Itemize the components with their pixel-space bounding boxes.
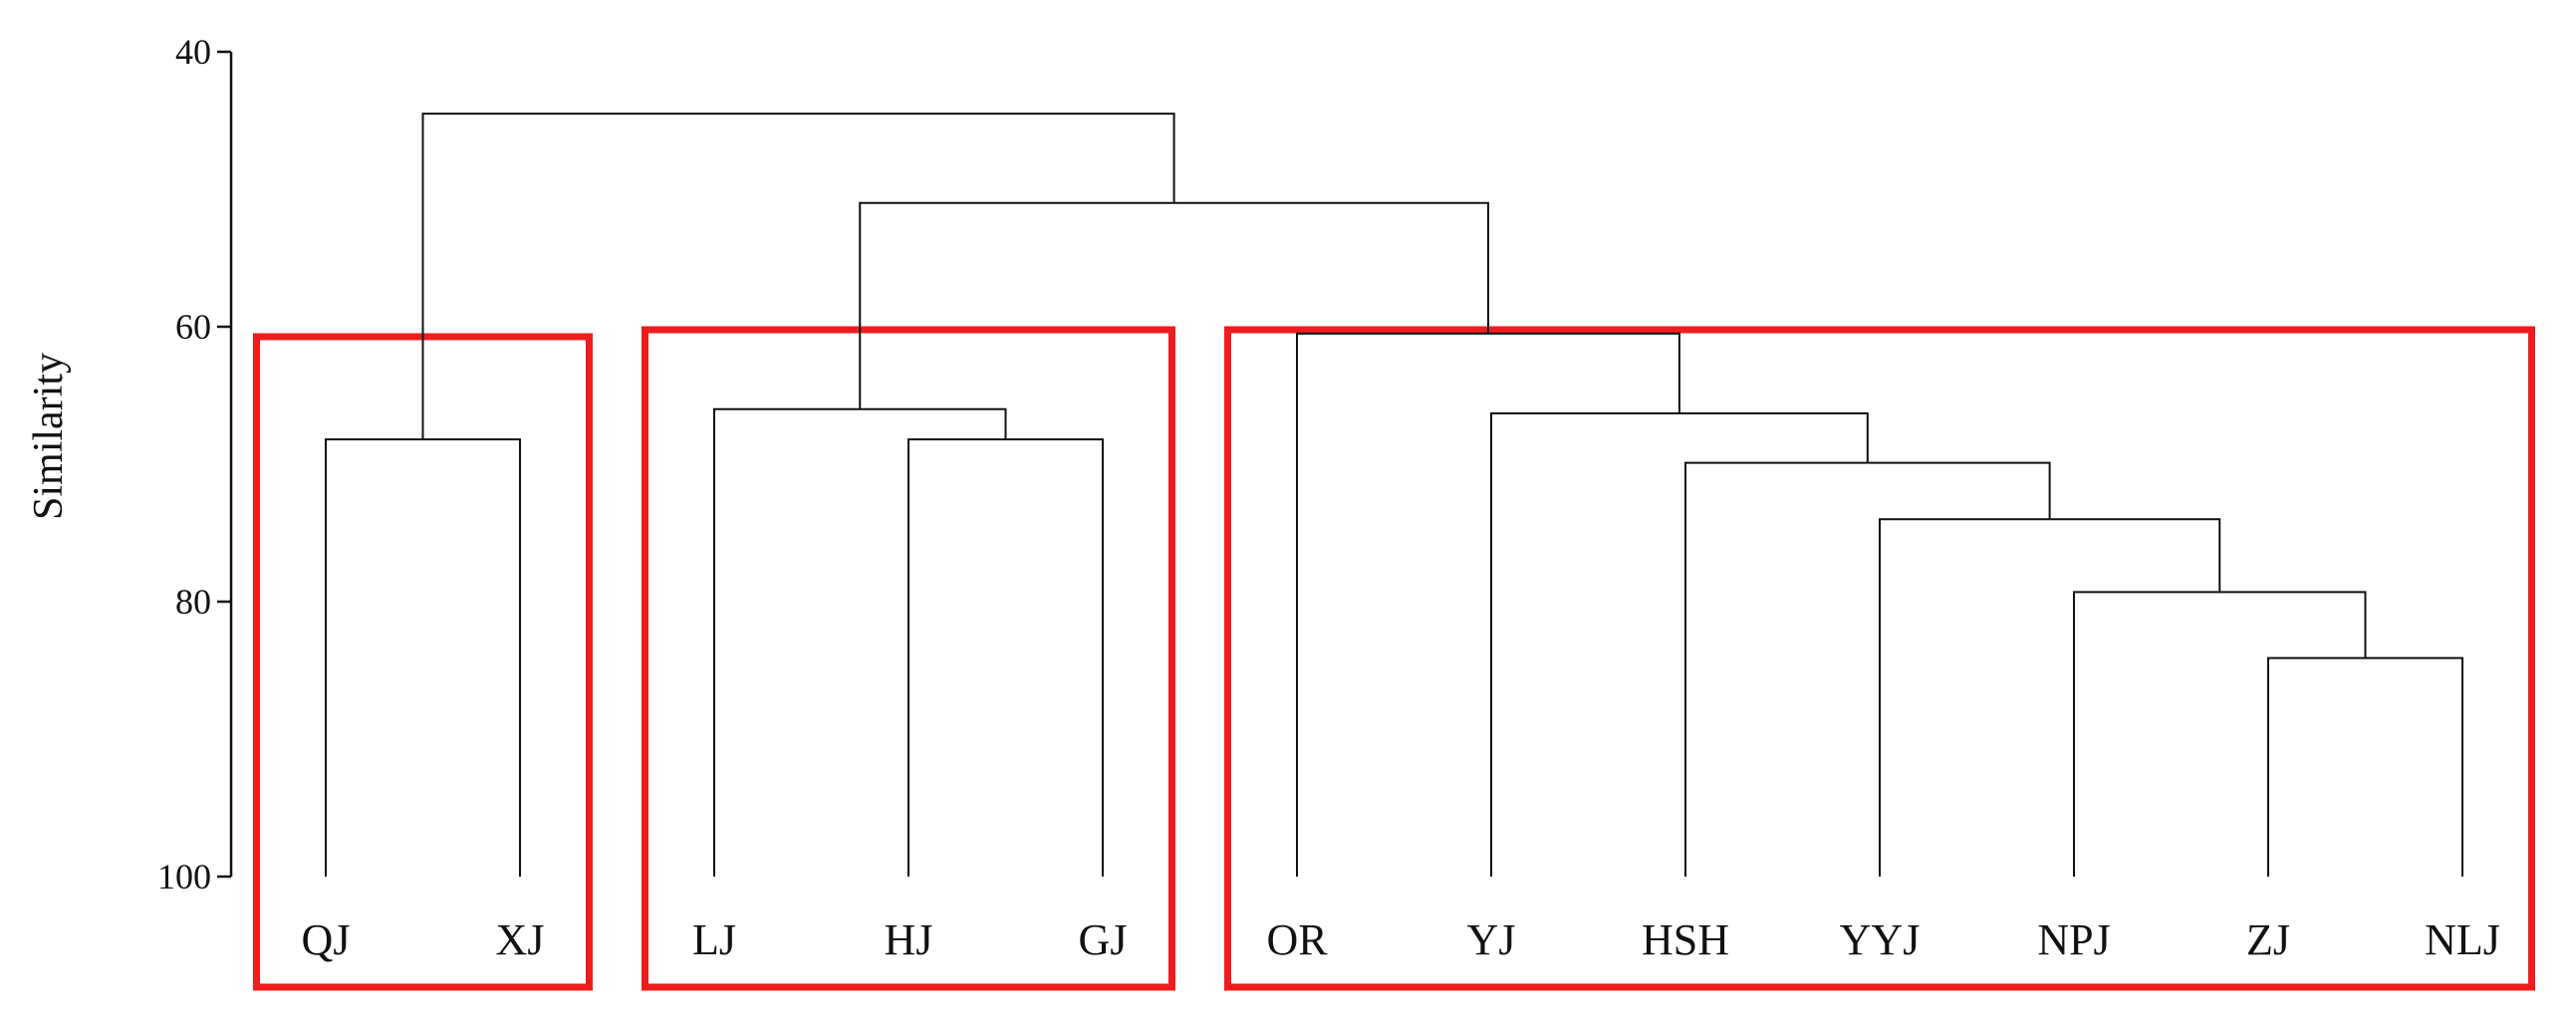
cluster-highlight-box bbox=[1224, 326, 2535, 991]
y-tick-label: 100 bbox=[157, 857, 211, 896]
y-tick-label: 40 bbox=[175, 32, 211, 72]
leaf-label: YYJ bbox=[1840, 915, 1921, 964]
leaf-labels: QJ XJ LJ HJ GJ OR YJ HSH YYJ NPJ ZJ NLJ bbox=[302, 915, 2500, 964]
dendrogram-tree bbox=[325, 113, 2463, 877]
dendrogram-link bbox=[2267, 656, 2463, 877]
leaf-label: YJ bbox=[1467, 915, 1516, 964]
highlight-groups bbox=[253, 326, 2535, 991]
leaf-label: NPJ bbox=[2037, 915, 2110, 964]
y-axis-title: Similarity bbox=[26, 353, 72, 520]
leaf-label: HJ bbox=[885, 915, 933, 964]
y-axis: 40 60 80 100 bbox=[157, 32, 233, 896]
dendrogram-link bbox=[1490, 411, 1869, 877]
dendrogram-link bbox=[325, 438, 521, 877]
leaf-label: LJ bbox=[692, 915, 736, 964]
y-tick-label: 60 bbox=[175, 307, 211, 347]
dendrogram-link bbox=[2073, 591, 2367, 877]
leaf-label: GJ bbox=[1079, 915, 1128, 964]
dendrogram-link bbox=[1296, 332, 1680, 877]
dendrogram-link bbox=[907, 438, 1104, 877]
dendrogram-link bbox=[1879, 518, 2221, 877]
y-tick-label: 80 bbox=[175, 582, 211, 622]
dendrogram-link bbox=[713, 407, 1007, 877]
cluster-highlight-box bbox=[642, 326, 1175, 991]
dendrogram-link bbox=[1684, 461, 2051, 877]
leaf-label: OR bbox=[1266, 915, 1328, 964]
leaf-label: ZJ bbox=[2246, 915, 2290, 964]
leaf-label: QJ bbox=[302, 915, 351, 964]
leaf-label: XJ bbox=[496, 915, 545, 964]
leaf-label: NLJ bbox=[2425, 915, 2500, 964]
dendrogram-link bbox=[421, 113, 1175, 440]
leaf-label: HSH bbox=[1642, 915, 1729, 964]
